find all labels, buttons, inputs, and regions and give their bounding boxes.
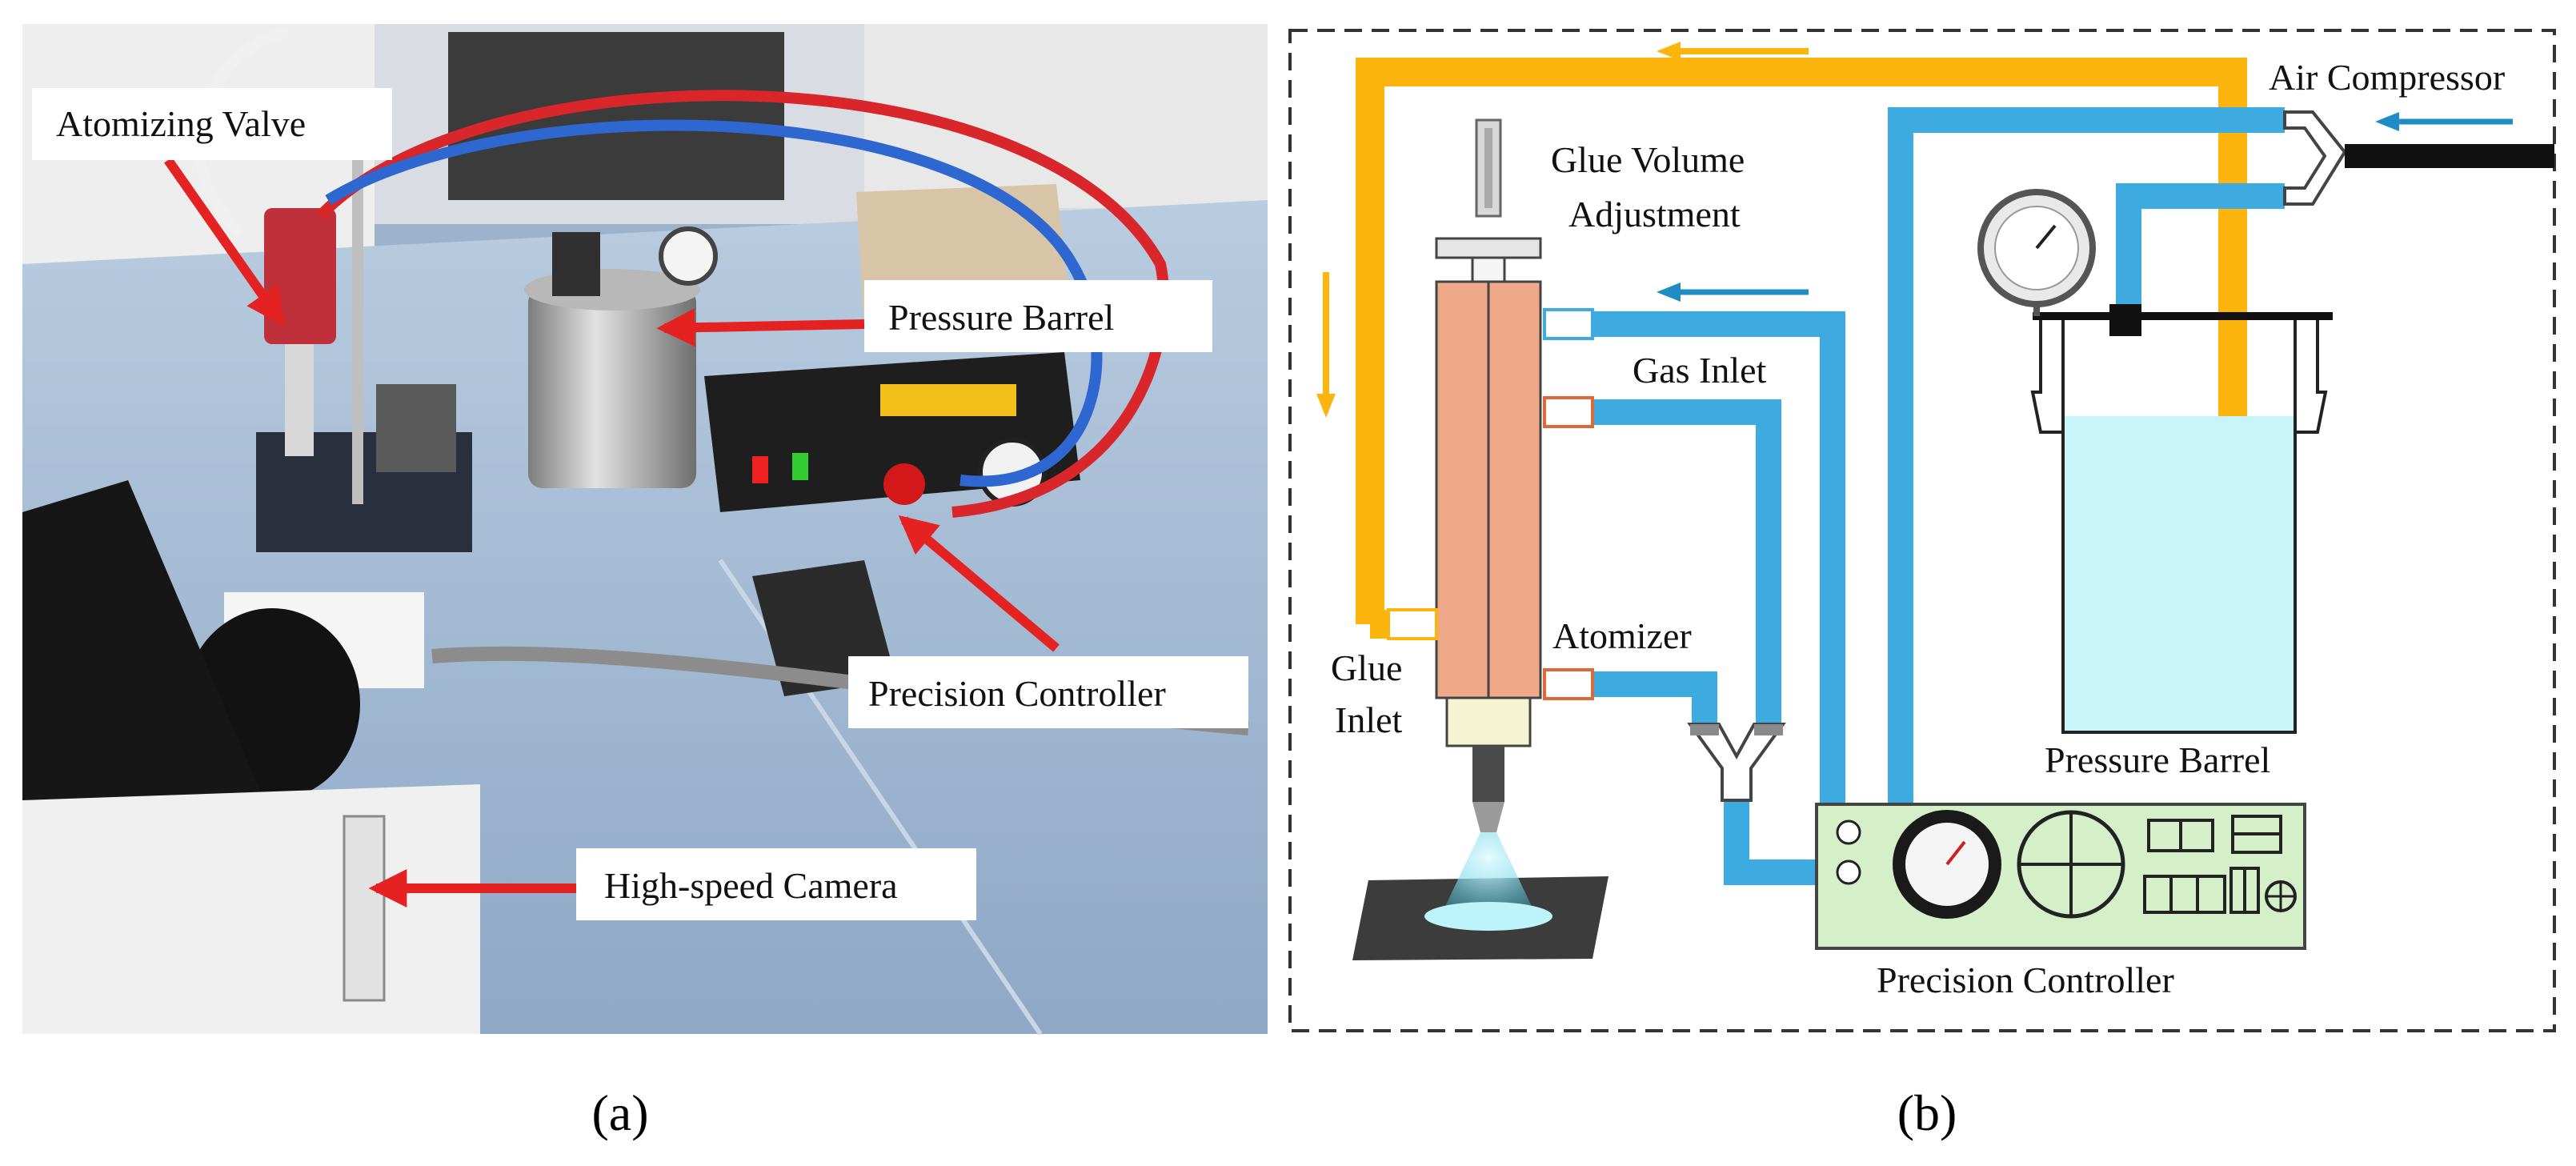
- label-glue-inlet-line1: Glue: [1331, 647, 1402, 688]
- label-box-pressure-barrel: [864, 280, 1212, 352]
- atomizer-port: [1543, 668, 1594, 700]
- barrel-regulator: [552, 232, 600, 296]
- label-glue-volume-line1: Glue Volume: [1551, 139, 1745, 180]
- label-pressure-barrel-schematic: Pressure Barrel: [2045, 739, 2270, 780]
- label-high-speed-camera: High-speed Camera: [604, 865, 898, 906]
- controller-port-lower: [1836, 859, 1861, 885]
- atomizer-line: [1592, 671, 1717, 724]
- air-line-compressor-to-controller: [1888, 107, 2285, 804]
- controller-red-knob: [883, 463, 925, 505]
- red-hose: [315, 90, 1170, 518]
- second-gas-port: [1543, 396, 1594, 428]
- label-box-atomizing-valve: [32, 88, 392, 160]
- adjustment-cap: [1435, 237, 1542, 259]
- atomizing-valve-schematic: [1387, 118, 1594, 832]
- barrel-inlet-fitting: [2109, 304, 2141, 336]
- panel-a-photo: Atomizing Valve Pressure Barrel Precisio…: [22, 24, 1268, 1036]
- valve-nozzle-tip: [1472, 802, 1504, 832]
- atomizing-valve-body: [264, 208, 336, 344]
- compressor-y-splitter: [2283, 110, 2554, 206]
- blue-hose: [325, 119, 1103, 487]
- valve-nozzle-body: [1472, 746, 1504, 802]
- stand-block: [376, 384, 456, 472]
- label-glue-volume-line2: Adjustment: [1568, 194, 1741, 234]
- panel-b-schematic: Air Compressor Glue Volume Adjustment Ga…: [1288, 29, 2556, 1032]
- controller-green-switch: [792, 453, 808, 480]
- label-gas-inlet: Gas Inlet: [1633, 350, 1767, 391]
- precision-controller-schematic: [1815, 803, 2306, 950]
- monitor: [448, 32, 784, 200]
- controller-label-sticker: [880, 384, 1016, 416]
- air-line-compressor-to-barrel: [2116, 183, 2285, 320]
- caption-panel-a: (a): [591, 1084, 648, 1141]
- barrel-clamp-left: [2030, 320, 2063, 434]
- glue-flow-arrow-left: [1316, 272, 1336, 418]
- glue-inlet-port: [1387, 608, 1438, 640]
- pressure-barrel-schematic: [1977, 189, 2333, 734]
- label-air-compressor: Air Compressor: [2269, 57, 2505, 98]
- label-atomizer: Atomizer: [1552, 615, 1692, 656]
- glue-supply-line: [1356, 58, 2247, 624]
- callout-arrow-precision-controller: [898, 515, 1060, 652]
- callout-arrow-atomizing-valve: [164, 157, 285, 327]
- schematic-dashed-border: [1288, 29, 2556, 1032]
- controller-red-switch: [752, 456, 768, 483]
- high-speed-camera-body: [22, 784, 480, 1034]
- label-box-high-speed-camera: [576, 848, 976, 920]
- glue-flow-arrow-top: [1657, 42, 1809, 61]
- valve-lower-housing: [1445, 696, 1532, 747]
- gas-line-second: [1592, 399, 1781, 724]
- label-atomizing-valve: Atomizing Valve: [56, 103, 306, 144]
- callout-arrow-pressure-barrel: [656, 308, 865, 347]
- spray-cone: [1440, 832, 1536, 916]
- barrel-walls: [2061, 320, 2297, 734]
- air-flow-arrow-top: [1657, 282, 1809, 302]
- gas-inlet-port: [1543, 308, 1594, 340]
- caption-panel-b: (b): [1897, 1084, 1957, 1141]
- atomizer-y-splitter: [1687, 723, 1786, 802]
- controller-button-3: [2143, 875, 2226, 914]
- air-flow-arrow-compressor: [2375, 112, 2513, 131]
- controller-port-upper: [1836, 819, 1861, 845]
- gas-inlet-line: [1592, 311, 1845, 824]
- camera-side-panel: [343, 815, 386, 1002]
- valve-nozzle: [285, 344, 314, 456]
- label-box-precision-controller: [848, 656, 1248, 728]
- atomizer-to-controller-line: [1724, 788, 1833, 885]
- label-pressure-barrel-photo: Pressure Barrel: [888, 297, 1114, 338]
- label-glue-inlet-line2: Inlet: [1335, 699, 1403, 740]
- label-precision-controller-photo: Precision Controller: [868, 673, 1166, 714]
- pressure-barrel-photo: [528, 288, 696, 488]
- label-precision-controller-schematic: Precision Controller: [1877, 960, 2174, 1000]
- barrel-clamp-right: [2295, 320, 2328, 434]
- barrel-liquid: [2063, 416, 2295, 732]
- stand-rod: [352, 136, 363, 504]
- barrel-gauge: [659, 226, 718, 286]
- spray-spot: [1424, 902, 1552, 931]
